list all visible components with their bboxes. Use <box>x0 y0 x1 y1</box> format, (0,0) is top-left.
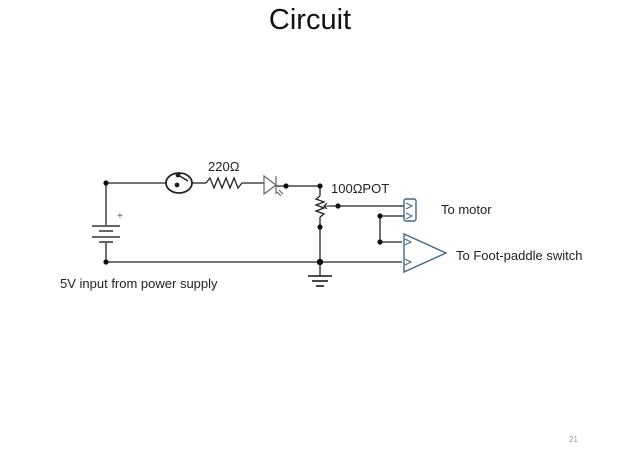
motor-connector-symbol <box>403 198 417 222</box>
page-number: 21 <box>569 435 578 444</box>
slide-title: Circuit <box>268 4 352 36</box>
resistor-symbol <box>205 176 243 190</box>
pot-wiper-arrow <box>322 202 330 210</box>
potentiometer-label: 100ΩPOT <box>331 181 390 196</box>
battery-plus-sign: + <box>117 211 123 222</box>
switch-output-label: To Foot-paddle switch <box>456 248 583 263</box>
ground-symbol <box>308 275 332 287</box>
motor-output-label: To motor <box>441 202 492 217</box>
junction-dots <box>103 180 383 266</box>
resistor-label: 220Ω <box>208 159 240 174</box>
battery-symbol <box>92 225 120 243</box>
amplifier-symbol <box>403 232 448 274</box>
potentiometer-symbol <box>314 195 326 218</box>
power-input-label: 5V input from power supply <box>60 276 218 291</box>
push-switch-symbol <box>165 172 193 194</box>
led-symbol <box>263 174 284 197</box>
